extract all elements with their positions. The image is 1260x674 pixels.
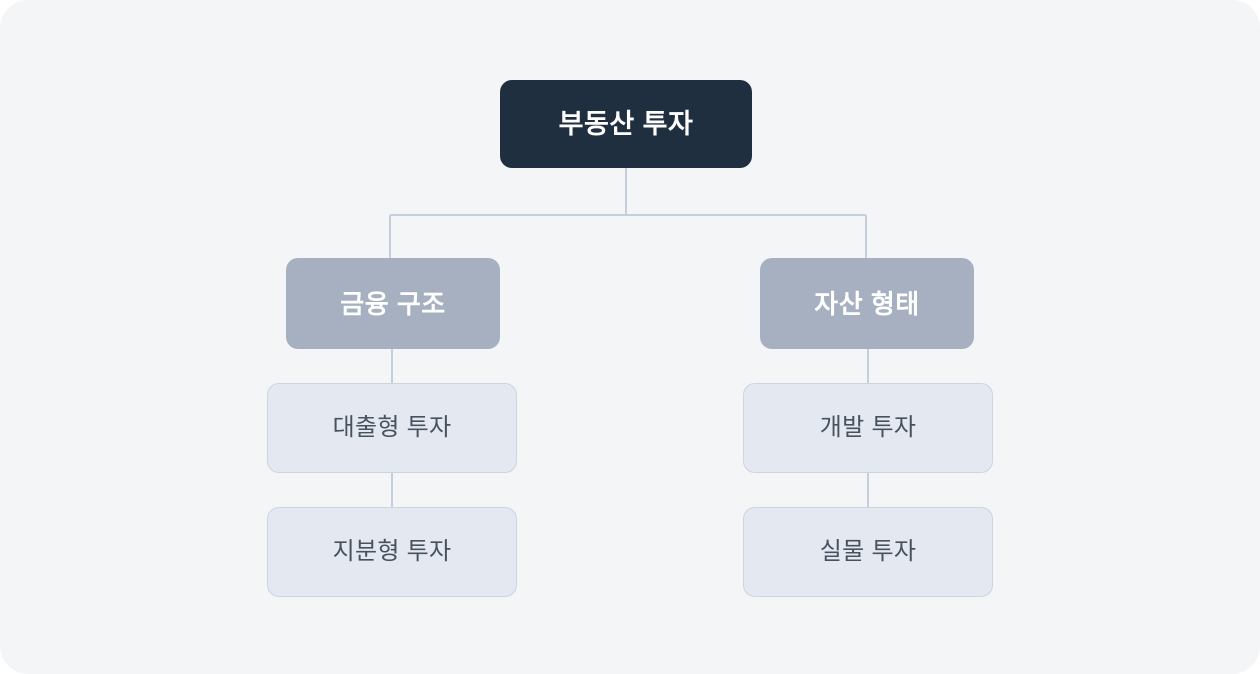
node-leaf-label: 실물 투자: [819, 538, 917, 565]
node-branch-financial-structure[interactable]: 금융 구조: [286, 258, 500, 349]
node-branch-asset-type[interactable]: 자산 형태: [760, 258, 974, 349]
node-root-label: 부동산 투자: [558, 108, 694, 139]
node-leaf-label: 지분형 투자: [332, 538, 452, 565]
node-branch-label: 금융 구조: [340, 288, 446, 319]
node-root[interactable]: 부동산 투자: [500, 80, 752, 168]
node-leaf-physical-investment[interactable]: 실물 투자: [743, 507, 993, 597]
node-leaf-development-investment[interactable]: 개발 투자: [743, 383, 993, 473]
node-leaf-loan-investment[interactable]: 대출형 투자: [267, 383, 517, 473]
node-leaf-label: 대출형 투자: [332, 414, 452, 441]
node-leaf-label: 개발 투자: [819, 414, 917, 441]
node-branch-label: 자산 형태: [814, 288, 920, 319]
node-leaf-equity-investment[interactable]: 지분형 투자: [267, 507, 517, 597]
